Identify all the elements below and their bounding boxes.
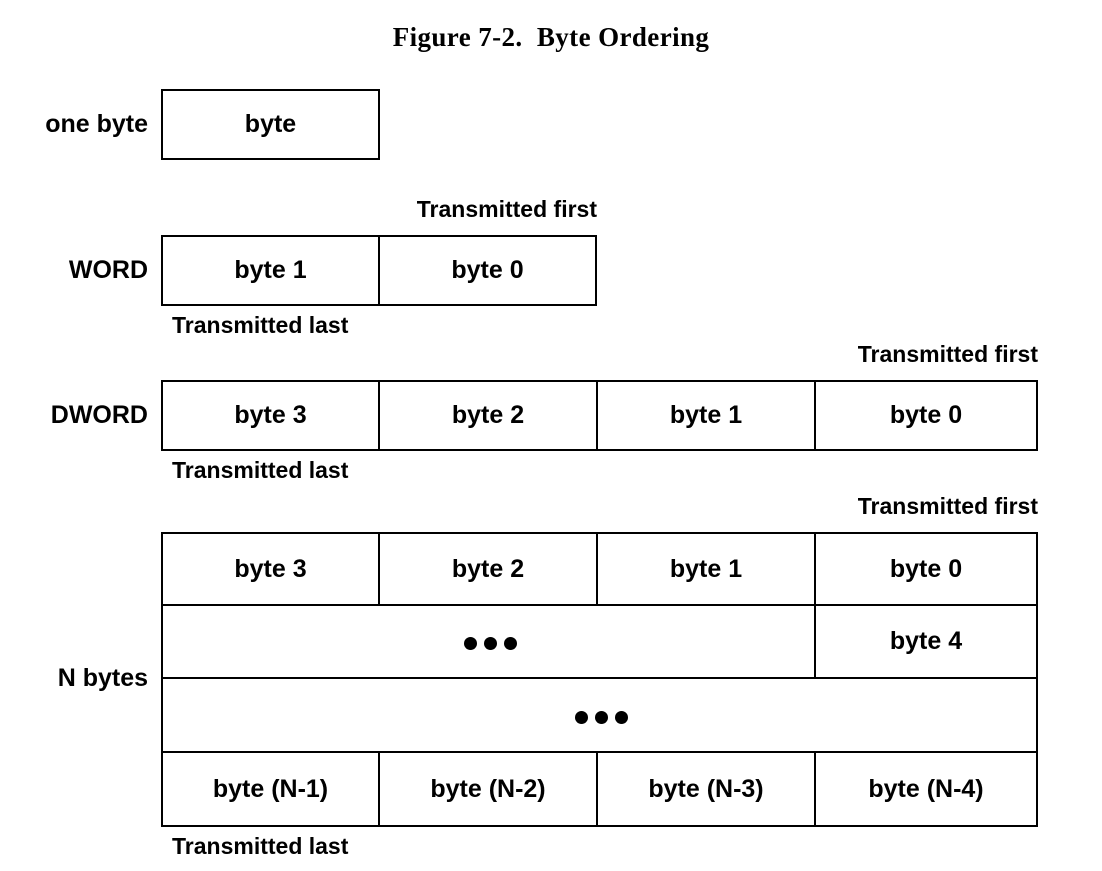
row-label-dword: DWORD [50,401,148,429]
one-byte-cell-0: byte [161,89,380,160]
nbytes-r4-cell-byte-n-3: byte (N-3) [596,751,816,827]
row-label-word: WORD [68,256,148,284]
word-cell-byte-0: byte 0 [378,235,597,306]
nbytes-transmitted-first-note: Transmitted first [857,493,1038,519]
ellipsis-icon [163,679,1040,755]
ellipsis-icon [163,606,818,681]
word-transmitted-first-note: Transmitted first [416,196,597,222]
row-label-n-bytes: N bytes [57,664,148,692]
nbytes-r1-cell-byte-3: byte 3 [161,532,380,606]
nbytes-r4-cell-byte-n-4: byte (N-4) [814,751,1038,827]
nbytes-r4-cell-byte-n-2: byte (N-2) [378,751,598,827]
dword-transmitted-last-note: Transmitted last [172,457,349,483]
dword-cell-byte-3: byte 3 [161,380,380,451]
nbytes-r2-ellipsis-cell [161,604,816,679]
word-cell-byte-1: byte 1 [161,235,380,306]
nbytes-transmitted-last-note: Transmitted last [172,833,349,859]
nbytes-r3-ellipsis-cell [161,677,1038,753]
figure-title: Figure 7-2. Byte Ordering [392,22,710,52]
dword-transmitted-first-note: Transmitted first [857,341,1038,367]
dword-cell-byte-2: byte 2 [378,380,598,451]
word-transmitted-last-note: Transmitted last [172,312,349,338]
nbytes-r4-cell-byte-n-1: byte (N-1) [161,751,380,827]
nbytes-r1-cell-byte-2: byte 2 [378,532,598,606]
nbytes-r1-cell-byte-1: byte 1 [596,532,816,606]
dword-cell-byte-1: byte 1 [596,380,816,451]
nbytes-r1-cell-byte-0: byte 0 [814,532,1038,606]
nbytes-r2-cell-byte-4: byte 4 [814,604,1038,679]
row-label-one-byte: one byte [45,110,148,138]
dword-cell-byte-0: byte 0 [814,380,1038,451]
